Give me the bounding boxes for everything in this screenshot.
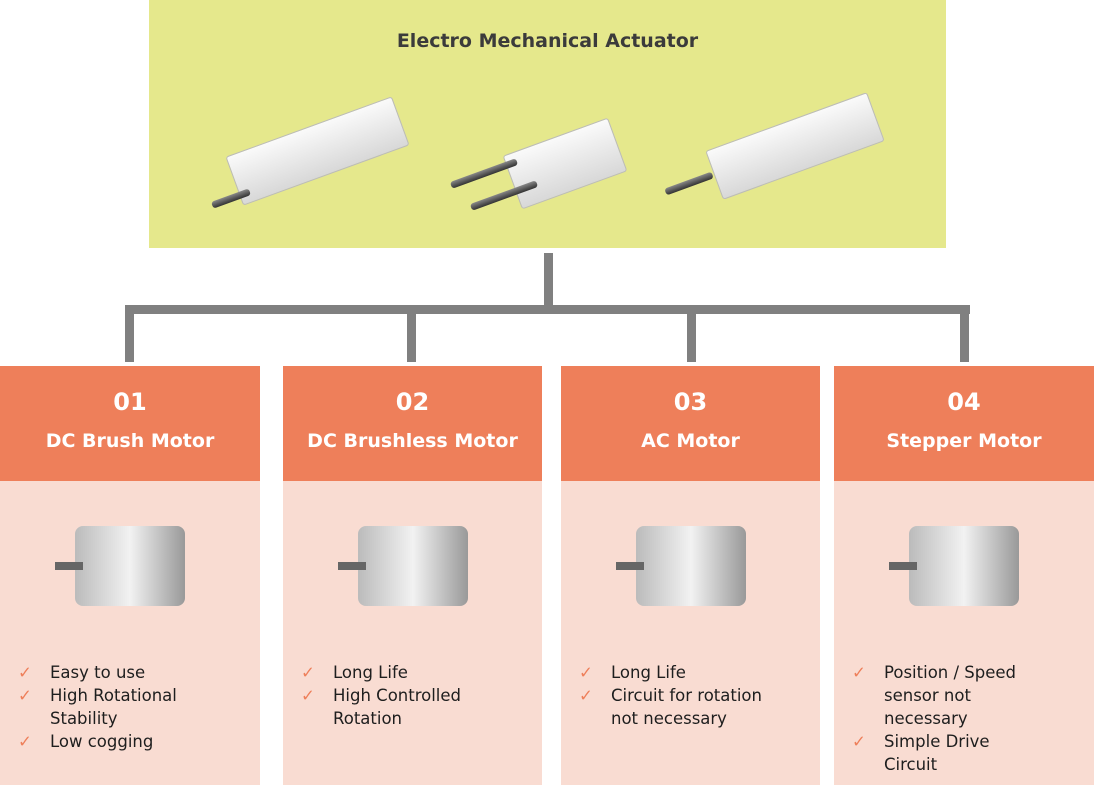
check-icon: ✓ [579,686,593,705]
feature-item: ✓ Long Life [579,661,781,684]
connector-drop-2 [407,305,416,362]
motor-image [889,526,1019,606]
card-number: 01 [113,388,147,416]
feature-list: ✓ Long Life ✓ High Controlled Rotation [301,661,483,730]
motor-card: 03 AC Motor ✓ Long Life ✓ Circuit for rotat… [561,366,820,785]
feature-item: ✓ Circuit for rotation not necessary [579,684,781,730]
connector-drop-3 [687,305,696,362]
motor-card: 04 Stepper Motor ✓ Position / Speed senso… [834,366,1094,785]
feature-text: Position / Speed sensor not necessary [884,663,1017,728]
check-icon: ✓ [18,686,32,705]
card-header: 03 AC Motor [561,366,820,481]
card-body: ✓ Position / Speed sensor not necessary ✓ S… [834,481,1094,785]
card-title: Stepper Motor [886,430,1042,452]
feature-text: Simple Drive Circuit [884,732,990,774]
motor-shaft [615,562,644,570]
card-title: DC Brush Motor [45,430,215,452]
check-icon: ✓ [18,663,32,682]
check-icon: ✓ [852,732,866,751]
feature-list: ✓ Easy to use ✓ High Rotational Stability ✓ L… [18,661,200,753]
feature-item: ✓ Simple Drive Circuit [852,730,1034,776]
feature-list: ✓ Position / Speed sensor not necessary ✓ S… [852,661,1034,776]
card-body: ✓ Easy to use ✓ High Rotational Stability ✓ L… [0,481,260,785]
actuator-rod-2 [449,158,519,189]
card-header: 04 Stepper Motor [834,366,1094,481]
actuator-image-2 [502,117,628,210]
connector-drop-1 [125,305,134,362]
feature-text: High Controlled Rotation [333,686,462,728]
feature-text: Easy to use [50,663,146,682]
actuator-panel: Electro Mechanical Actuator [149,0,946,248]
motor-card: 02 DC Brushless Motor ✓ Long Life ✓ High Co… [283,366,542,785]
motor-shaft [55,562,83,570]
card-body: ✓ Long Life ✓ High Controlled Rotation [283,481,542,785]
motor-card: 01 DC Brush Motor ✓ Easy to use ✓ High Rota… [0,366,260,785]
connector-bar [125,305,970,314]
feature-list: ✓ Long Life ✓ Circuit for rotation not nece… [579,661,781,730]
check-icon: ✓ [18,732,32,751]
check-icon: ✓ [579,663,593,682]
feature-text: Long Life [611,663,686,682]
motor-shaft [889,562,917,570]
actuator-image-1 [225,96,410,206]
feature-item: ✓ High Controlled Rotation [301,684,483,730]
feature-item: ✓ Long Life [301,661,483,684]
card-header: 02 DC Brushless Motor [283,366,542,481]
feature-text: Low cogging [50,732,154,751]
card-header: 01 DC Brush Motor [0,366,260,481]
actuator-image-3 [705,92,885,200]
feature-item: ✓ Position / Speed sensor not necessary [852,661,1034,730]
motor-image [615,526,746,606]
card-body: ✓ Long Life ✓ Circuit for rotation not nece… [561,481,820,785]
feature-item: ✓ High Rotational Stability [18,684,200,730]
feature-text: Circuit for rotation not necessary [611,686,762,728]
motor-image [55,526,185,606]
motor-image [337,526,468,606]
connector-trunk [544,253,553,311]
feature-item: ✓ Easy to use [18,661,200,684]
feature-text: High Rotational Stability [50,686,177,728]
card-number: 03 [673,388,708,416]
card-number: 02 [395,388,430,416]
actuator-title: Electro Mechanical Actuator [396,30,699,52]
motor-shaft [337,562,366,570]
connector-drop-4 [960,305,969,362]
feature-text: Long Life [333,663,408,682]
actuator-rod-4 [664,171,714,196]
card-number: 04 [947,388,981,416]
check-icon: ✓ [301,686,315,705]
card-title: DC Brushless Motor [307,430,518,452]
check-icon: ✓ [301,663,315,682]
card-title: AC Motor [641,430,740,452]
feature-item: ✓ Low cogging [18,730,200,753]
check-icon: ✓ [852,663,866,682]
